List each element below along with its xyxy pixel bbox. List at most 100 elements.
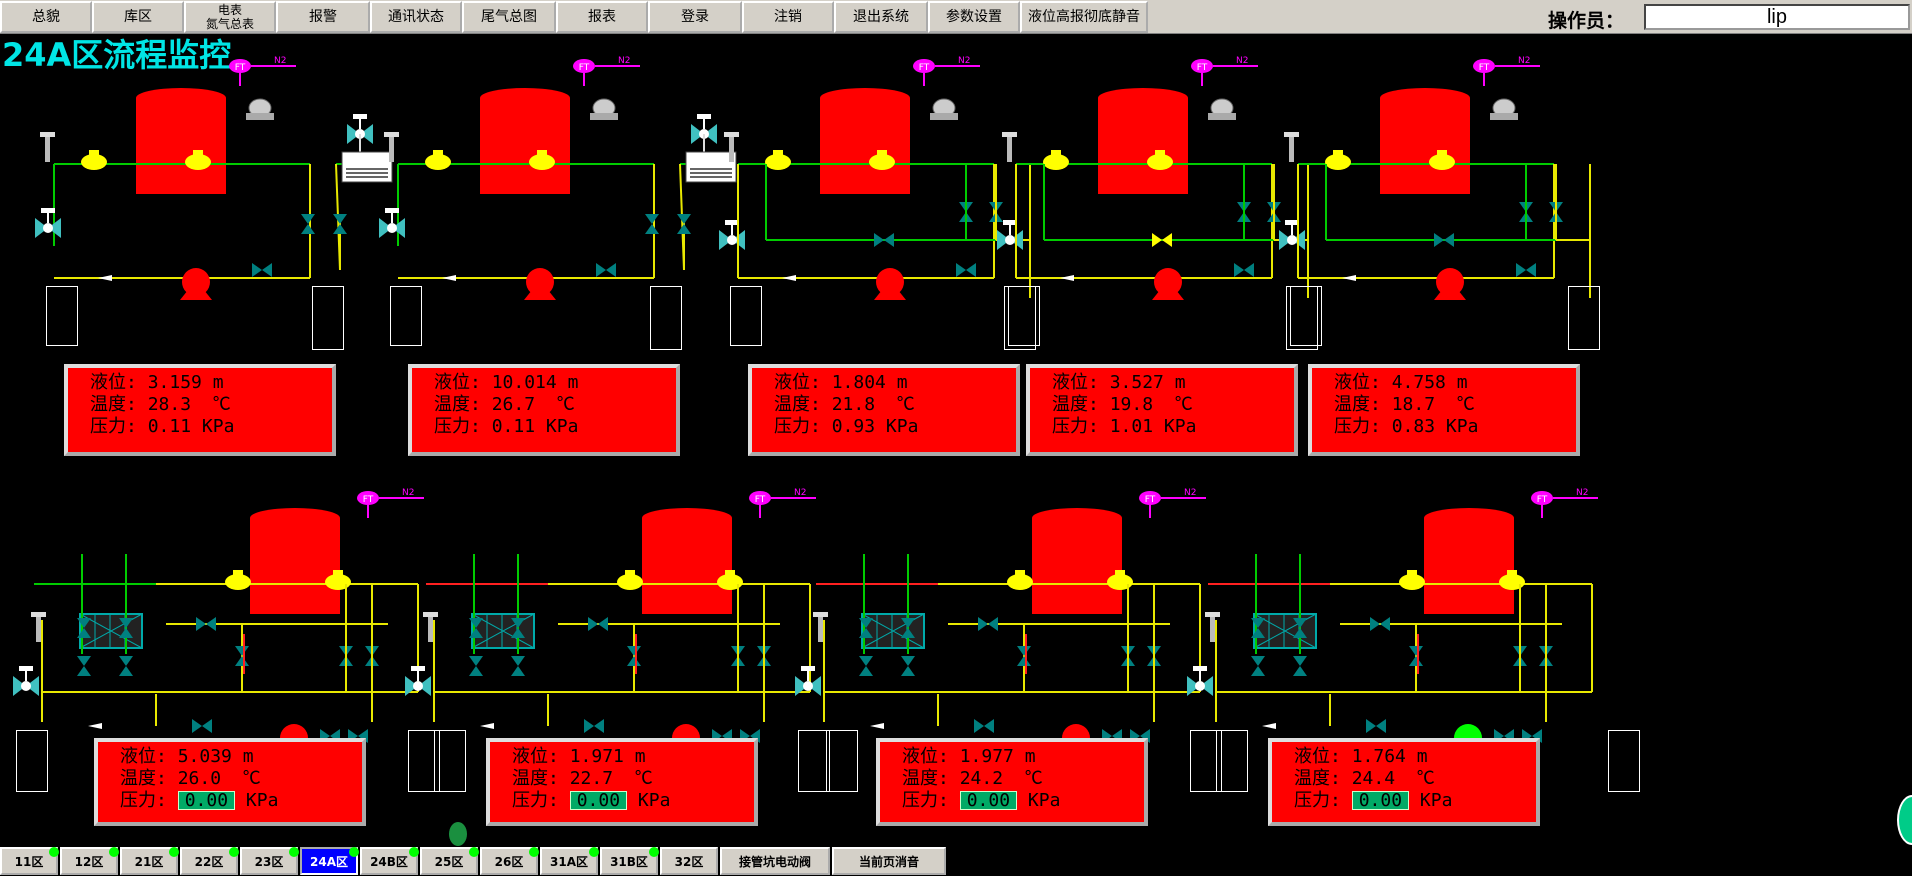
valve-icon — [301, 214, 315, 234]
level-switch-icon — [1043, 150, 1069, 170]
toolbar-button-8[interactable]: 注销 — [742, 1, 834, 33]
mouse-cursor — [449, 822, 467, 846]
toolbar-button-10[interactable]: 参数设置 — [928, 1, 1020, 33]
storage-tank — [250, 508, 340, 614]
area-tab-2[interactable]: 21区 — [120, 847, 179, 875]
status-dot-icon — [589, 847, 599, 857]
status-dot-icon — [469, 847, 479, 857]
toolbar-button-7[interactable]: 登录 — [648, 1, 742, 33]
area-tab-3[interactable]: 22区 — [180, 847, 239, 875]
valve-icon — [252, 263, 272, 277]
temp-row: 温度: 26.7 ℃ — [434, 394, 575, 415]
panel-text: 压力 — [1294, 790, 1330, 811]
level-switch-icon — [1429, 150, 1455, 170]
press-row: 压力: 0.00 KPa — [1294, 790, 1453, 811]
toolbar-button-5[interactable]: 尾气总图 — [462, 1, 556, 33]
toolbar-button-9[interactable]: 退出系统 — [834, 1, 928, 33]
panel-text: 温度 — [1294, 768, 1330, 789]
area-tab-9[interactable]: 31A区 — [540, 847, 599, 875]
toolbar-button-3[interactable]: 报警 — [276, 1, 370, 33]
level-switch-icon — [1007, 570, 1033, 590]
pipe-pit-box — [1608, 730, 1640, 792]
area-tab-label: 32区 — [674, 854, 704, 869]
area-tab-1[interactable]: 12区 — [60, 847, 119, 875]
svg-text:N2: N2 — [1184, 488, 1196, 498]
level-switch-icon — [765, 150, 791, 170]
pipe-pit-box — [826, 730, 858, 792]
valve-icon — [333, 214, 347, 234]
actuated-valve-icon — [379, 208, 405, 238]
toolbar-button-6[interactable]: 报表 — [556, 1, 648, 33]
panel-text: 压力 — [512, 790, 548, 811]
pressure-gauge-icon — [930, 98, 958, 120]
panel-text: m — [242, 746, 254, 767]
area-tab-13[interactable]: 当前页消音 — [832, 847, 946, 875]
valve-icon — [874, 233, 894, 247]
temperature-probe-icon — [31, 612, 46, 642]
panel-text: 温度 — [1334, 394, 1370, 415]
panel-text: ℃ — [242, 768, 261, 789]
panel-text: 1.764 — [1351, 746, 1406, 767]
press-row: 压力: 1.01 KPa — [1052, 416, 1197, 437]
area-tab-5[interactable]: 24A区 — [300, 847, 359, 875]
panel-text: 液位 — [90, 372, 126, 393]
valve-icon — [901, 656, 915, 676]
operator-field[interactable]: lip — [1644, 4, 1910, 30]
svg-text:FT: FT — [1537, 495, 1548, 505]
panel-text: m — [634, 746, 646, 767]
valve-icon — [469, 618, 483, 638]
level-switch-icon — [1399, 570, 1425, 590]
panel-text: m — [1024, 746, 1036, 767]
area-tab-label: 12区 — [74, 854, 104, 869]
status-dot-icon — [529, 847, 539, 857]
toolbar-button-0[interactable]: 总貌 — [0, 1, 92, 33]
level-switch-icon — [617, 570, 643, 590]
area-tab-label: 25区 — [434, 854, 464, 869]
area-tab-label: 31B区 — [610, 854, 648, 869]
panel-text: 温度 — [90, 394, 126, 415]
valve-icon — [584, 719, 604, 733]
area-tab-8[interactable]: 26区 — [480, 847, 539, 875]
panel-text: 液位 — [1294, 746, 1330, 767]
panel-text: KPa — [545, 416, 579, 437]
panel-text: KPa — [1027, 790, 1061, 811]
panel-text: KPa — [201, 416, 235, 437]
operator-label: 操作员： — [1548, 10, 1625, 32]
panel-text: 1.971 — [569, 746, 624, 767]
actuated-valve-icon — [997, 220, 1023, 250]
panel-text: m — [1416, 746, 1428, 767]
pressure-gauge-icon — [590, 98, 618, 120]
level-row: 液位: 3.159 m — [90, 372, 224, 393]
toolbar-button-11[interactable]: 液位高报彻底静音 — [1020, 1, 1148, 33]
svg-text:FT: FT — [1145, 495, 1156, 505]
area-tab-7[interactable]: 25区 — [420, 847, 479, 875]
area-tab-label: 23区 — [254, 854, 284, 869]
area-tab-0[interactable]: 11区 — [0, 847, 59, 875]
area-tab-label: 22区 — [194, 854, 224, 869]
toolbar-button-4[interactable]: 通讯状态 — [370, 1, 462, 33]
area-tab-12[interactable]: 接管坑电动阀 — [720, 847, 830, 875]
area-tab-11[interactable]: 32区 — [660, 847, 718, 875]
area-tab-6[interactable]: 24B区 — [360, 847, 419, 875]
panel-text: 1.01 — [1109, 416, 1154, 437]
pressure-gauge-icon — [1208, 98, 1236, 120]
area-tab-10[interactable]: 31B区 — [600, 847, 659, 875]
panel-text: m — [567, 372, 579, 393]
area-tab-4[interactable]: 23区 — [240, 847, 299, 875]
status-dot-icon — [649, 847, 659, 857]
temp-row: 温度: 24.2 ℃ — [902, 768, 1043, 789]
toolbar-button-1[interactable]: 库区 — [92, 1, 184, 33]
panel-text: 28.3 — [147, 394, 192, 415]
truck-station-box — [1008, 286, 1040, 346]
svg-text:N2: N2 — [1576, 488, 1588, 498]
svg-text:FT: FT — [1479, 63, 1490, 73]
status-dot-icon — [409, 847, 419, 857]
toolbar-button-2[interactable]: 电表 氮气总表 — [184, 1, 276, 33]
storage-tank — [1424, 508, 1514, 614]
actuated-valve-icon — [13, 666, 39, 696]
